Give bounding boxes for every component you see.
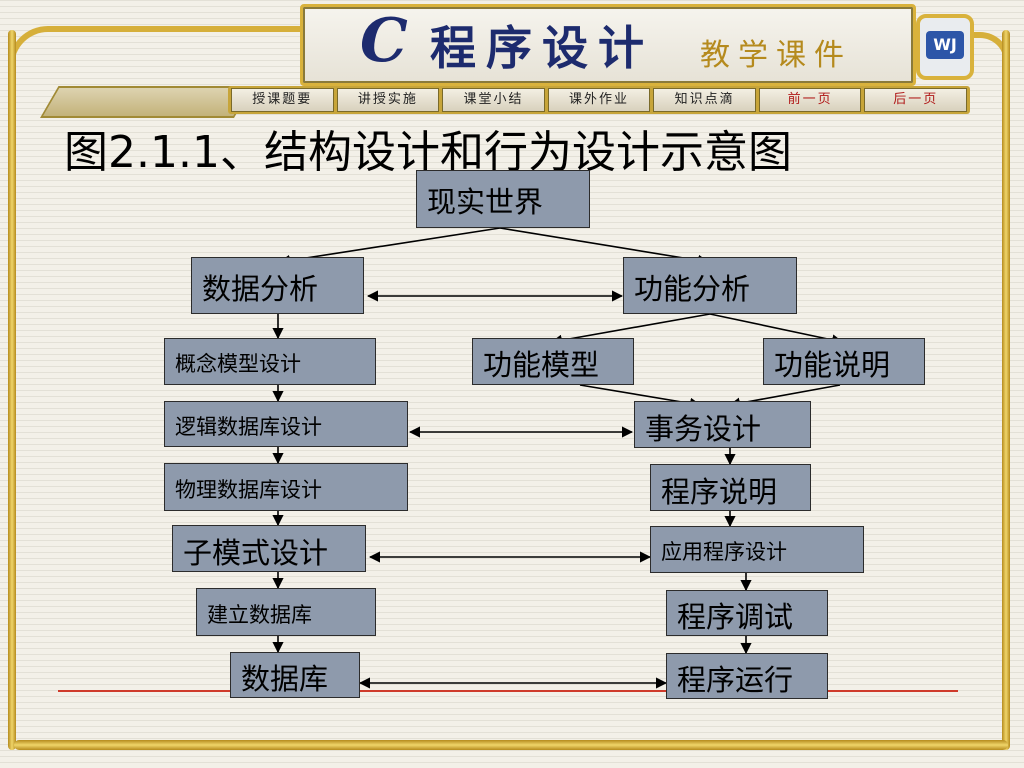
- node-label: 功能模型: [483, 348, 600, 382]
- nav-button-prev-page[interactable]: 前一页: [758, 88, 862, 112]
- course-banner: [300, 4, 916, 86]
- page-title: 图2.1.1、结构设计和行为设计示意图: [64, 127, 792, 178]
- node-label: 建立数据库: [207, 603, 312, 627]
- node-label: 子模式设计: [183, 536, 329, 570]
- node-physical-db-design: 物理数据库设计: [164, 463, 408, 511]
- nav-button-next-page[interactable]: 后一页: [864, 88, 968, 112]
- node-program-spec: 程序说明: [650, 464, 811, 511]
- node-label: 功能分析: [634, 272, 751, 306]
- node-label: 数据库: [241, 662, 329, 696]
- node-label: 概念模型设计: [175, 352, 301, 376]
- nav-button-teaching[interactable]: 讲授实施: [336, 88, 440, 112]
- banner-course-subtitle: 教学课件: [700, 38, 852, 73]
- brand-logo: WJ: [916, 14, 974, 80]
- nav-button-knowledge[interactable]: 知识点滴: [653, 88, 756, 112]
- divider-line: [58, 690, 958, 692]
- frame-left-pillar: [8, 30, 16, 750]
- brand-badge: WJ: [926, 31, 964, 59]
- node-conceptual-design: 概念模型设计: [164, 338, 376, 385]
- node-database: 数据库: [230, 652, 360, 698]
- node-function-model: 功能模型: [472, 338, 634, 385]
- node-real-world: 现实世界: [416, 170, 590, 228]
- node-label: 功能说明: [774, 348, 891, 382]
- node-label: 逻辑数据库设计: [175, 415, 322, 439]
- node-label: 程序调试: [677, 600, 794, 634]
- node-submodel-design: 子模式设计: [172, 525, 366, 572]
- edge-real-to-function: [499, 227, 710, 266]
- node-function-analysis: 功能分析: [623, 257, 797, 314]
- banner-c-logo: C: [360, 6, 408, 76]
- node-label: 数据分析: [202, 272, 319, 306]
- node-transaction-design: 事务设计: [634, 401, 811, 448]
- banner-course-title: 程序设计: [430, 21, 654, 75]
- frame-bottom-bar: [14, 740, 1008, 750]
- node-label: 程序运行: [677, 663, 794, 697]
- node-program-run: 程序运行: [666, 653, 828, 699]
- edge-real-to-data: [278, 227, 501, 266]
- node-build-database: 建立数据库: [196, 588, 376, 636]
- node-logical-db-design: 逻辑数据库设计: [164, 401, 408, 447]
- node-label: 现实世界: [427, 185, 544, 219]
- nav-button-homework[interactable]: 课外作业: [547, 88, 651, 112]
- node-label: 应用程序设计: [661, 540, 787, 564]
- node-data-analysis: 数据分析: [191, 257, 364, 314]
- node-program-debug: 程序调试: [666, 590, 828, 636]
- node-app-design: 应用程序设计: [650, 526, 864, 573]
- node-label: 程序说明: [661, 475, 778, 509]
- nav-bar: 授课题要 讲授实施 课堂小结 课外作业 知识点滴 前一页 后一页: [228, 86, 970, 114]
- frame-right-pillar: [1002, 30, 1010, 750]
- node-function-spec: 功能说明: [763, 338, 925, 385]
- node-label: 事务设计: [645, 412, 762, 446]
- edge-function-to-spec: [709, 313, 844, 346]
- nav-button-lesson-outline[interactable]: 授课题要: [231, 88, 334, 112]
- edge-function-to-model: [550, 313, 711, 346]
- nav-button-summary[interactable]: 课堂小结: [442, 88, 545, 112]
- node-label: 物理数据库设计: [175, 478, 322, 502]
